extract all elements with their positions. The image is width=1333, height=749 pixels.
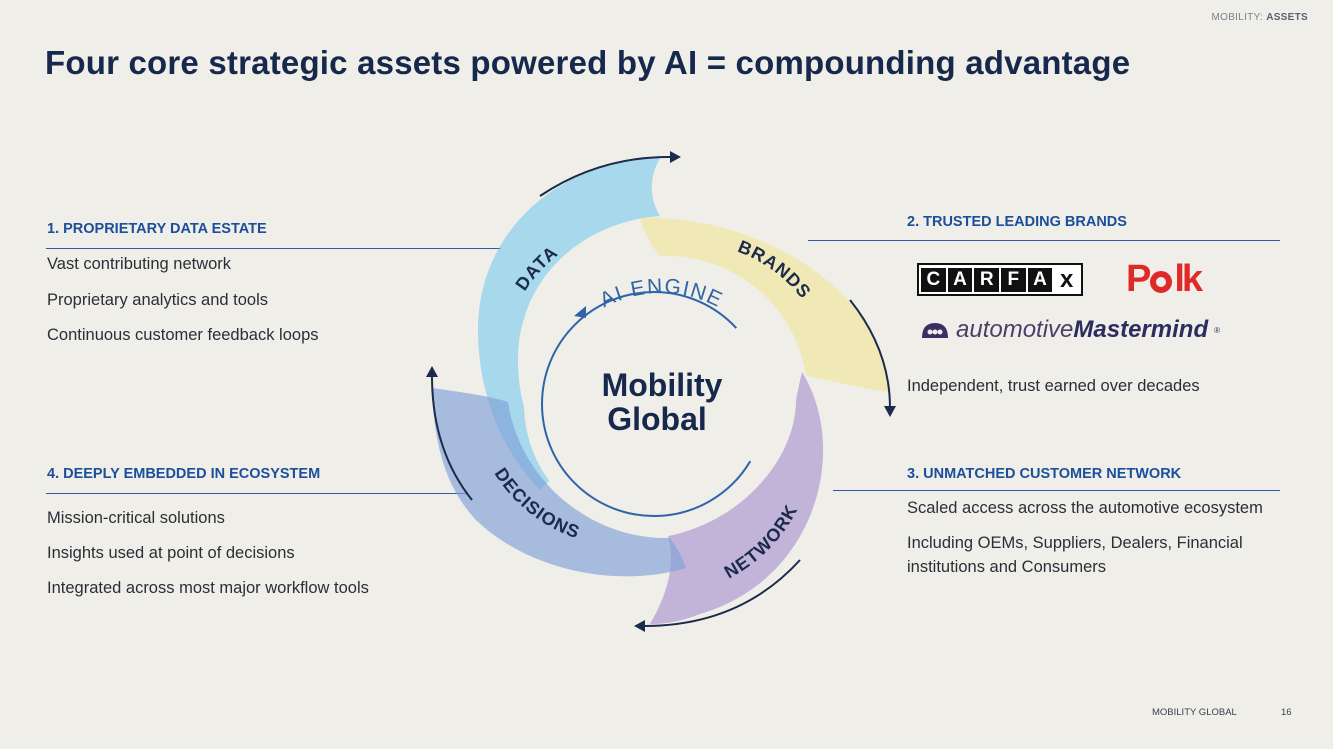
arrow-head-right-icon (884, 406, 896, 417)
section-name: ASSETS (1266, 12, 1308, 23)
arrow-head-left-icon (426, 366, 438, 377)
ecosystem-item-1: Mission-critical solutions (47, 509, 225, 527)
page-number: 16 (1281, 707, 1292, 718)
network-item-2: Including OEMs, Suppliers, Dealers, Fina… (907, 534, 1243, 552)
brands-rule (808, 240, 1280, 241)
segment-data (478, 158, 660, 490)
outer-arrow-top (539, 155, 673, 197)
outer-arrow-right (849, 299, 891, 409)
mastermind-mark-icon (922, 323, 948, 338)
network-item-3: institutions and Consumers (907, 558, 1107, 576)
ecosystem-item-2: Insights used at point of decisions (47, 544, 295, 562)
segment-decisions (432, 388, 686, 577)
ecosystem-heading: 4. DEEPLY EMBEDDED IN ECOSYSTEM (47, 466, 321, 482)
data-item-3: Continuous customer feedback loops (47, 326, 319, 344)
network-item-1: Scaled access across the automotive ecos… (907, 499, 1263, 517)
section-prefix: MOBILITY: (1211, 12, 1264, 23)
page-title: Four core strategic assets powered by AI… (45, 44, 1131, 81)
brands-item-1: Independent, trust earned over decades (907, 377, 1200, 395)
section-tag: MOBILITY: ASSETS (1211, 12, 1308, 23)
data-item-1: Vast contributing network (47, 255, 232, 273)
data-item-2: Proprietary analytics and tools (47, 291, 269, 309)
network-heading: 3. UNMATCHED CUSTOMER NETWORK (907, 466, 1182, 482)
brands-heading: 2. TRUSTED LEADING BRANDS (907, 214, 1127, 230)
engine-ring (541, 291, 767, 517)
ecosystem-item-3: Integrated across most major workflow to… (47, 579, 369, 597)
center-line-2: Global (607, 401, 707, 437)
registered-mark: ® (1214, 325, 1221, 335)
arrow-head-bottom-icon (634, 620, 645, 632)
outer-arrow-bottom (643, 559, 801, 627)
ai-engine-wheel: AI ENGINE Mobility Global DATA BRANDS NE… (426, 151, 896, 632)
arrow-head-top-icon (670, 151, 681, 163)
automotive-mastermind-logo: automotive Mastermind ® (920, 316, 1220, 344)
data-estate-heading: 1. PROPRIETARY DATA ESTATE (47, 221, 267, 237)
data-estate-rule (46, 248, 501, 249)
outer-arrow-left (431, 375, 473, 501)
footer-company: MOBILITY GLOBAL (1152, 707, 1237, 718)
am-text-a: automotive (956, 316, 1074, 343)
segment-network (650, 372, 824, 624)
am-text-b: Mastermind (1073, 316, 1209, 343)
engine-ring-arrow-icon (574, 306, 586, 318)
ecosystem-rule (46, 493, 466, 494)
segment-brands (640, 217, 888, 392)
center-disc (524, 274, 784, 534)
center-line-1: Mobility (602, 367, 723, 403)
network-rule (833, 490, 1280, 491)
